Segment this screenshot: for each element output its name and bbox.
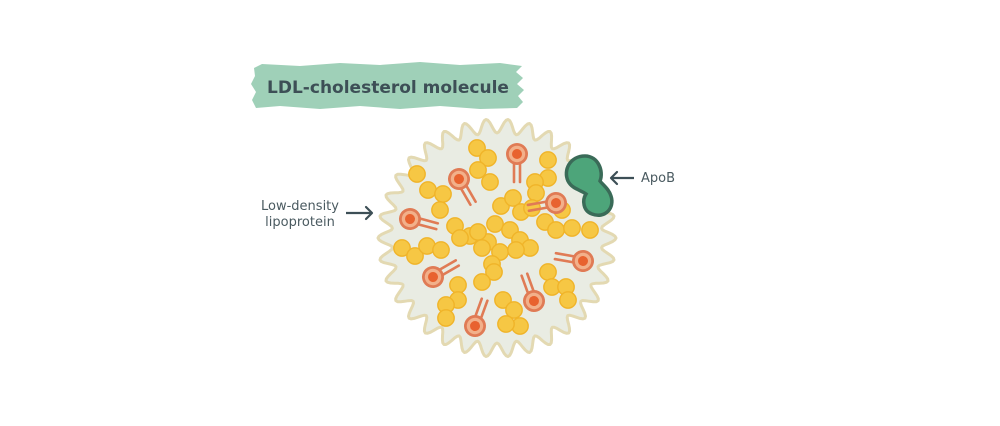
phospholipid <box>520 272 545 312</box>
ldl-label-line2: lipoprotein <box>265 215 335 230</box>
phospholipid <box>422 259 461 288</box>
cholesterol-bead <box>419 181 437 199</box>
phospholipid-tail <box>440 264 461 277</box>
cholesterol-bead <box>547 221 565 239</box>
ldl-particle <box>376 118 618 358</box>
phospholipid-tail <box>553 257 575 264</box>
cholesterol-bead <box>539 263 557 281</box>
phospholipid-tail <box>527 206 549 213</box>
phospholipid-tail <box>473 297 484 318</box>
phospholipid-tail <box>520 274 530 295</box>
phospholipid-tail <box>526 200 548 207</box>
phospholipid <box>553 250 594 272</box>
phospholipid <box>464 297 489 337</box>
cholesterol-bead <box>504 189 522 207</box>
cholesterol-bead <box>469 161 487 179</box>
phospholipid-head <box>454 174 464 184</box>
cholesterol-bead <box>507 241 525 259</box>
apob-label: ApoB <box>641 171 675 186</box>
cholesterol-bead <box>437 309 455 327</box>
phospholipid <box>448 168 477 207</box>
title-banner: LDL-cholesterol molecule <box>251 62 524 109</box>
phospholipid-tail <box>437 259 458 272</box>
apob-arrow-head-icon <box>609 170 619 186</box>
phospholipid-tail <box>464 183 477 204</box>
cholesterol-bead <box>559 291 577 309</box>
cholesterol-bead <box>481 173 499 191</box>
cholesterol-bead <box>486 215 504 233</box>
cholesterol-bead <box>494 291 512 309</box>
phospholipid-head <box>405 214 415 224</box>
cholesterol-bead <box>408 165 426 183</box>
cholesterol-bead <box>468 139 486 157</box>
cholesterol-bead <box>431 201 449 219</box>
cholesterol-bead <box>406 247 424 265</box>
cholesterol-bead <box>479 149 497 167</box>
cholesterol-bead <box>581 221 599 239</box>
cholesterol-group <box>393 139 599 335</box>
cholesterol-bead <box>451 229 469 247</box>
title-banner-shape <box>251 62 524 109</box>
phospholipid-tail <box>418 217 440 225</box>
cholesterol-bead <box>473 273 491 291</box>
ldl-arrow-head-icon <box>364 205 374 221</box>
apob-annotation: ApoB <box>609 170 675 186</box>
cholesterol-bead <box>469 223 487 241</box>
phospholipid-head <box>470 321 480 331</box>
cholesterol-bead <box>434 185 452 203</box>
phospholipid-tail <box>525 272 536 293</box>
phospholipid-head <box>512 149 522 159</box>
phospholipid-head <box>551 198 561 208</box>
cholesterol-bead <box>539 151 557 169</box>
phospholipid-head <box>578 256 588 266</box>
phospholipid <box>526 192 567 214</box>
phospholipid-tail <box>554 251 576 258</box>
phospholipid <box>399 208 440 231</box>
phospholipid-head <box>428 272 438 282</box>
ldl-label-line1: Low-density <box>261 199 339 214</box>
phospholipid <box>506 143 528 184</box>
cholesterol-bead <box>432 241 450 259</box>
phospholipid-head <box>529 296 539 306</box>
phospholipid-tail <box>416 222 438 231</box>
cholesterol-bead <box>393 239 411 257</box>
cholesterol-bead <box>473 239 491 257</box>
cholesterol-bead <box>485 263 503 281</box>
cholesterol-bead <box>497 315 515 333</box>
page-title: LDL-cholesterol molecule <box>267 78 509 98</box>
phospholipid-tail <box>459 186 472 207</box>
cholesterol-bead <box>505 301 523 319</box>
cholesterol-bead <box>563 219 581 237</box>
apob-protein <box>564 154 614 217</box>
phospholipid-group <box>399 143 594 337</box>
ldl-annotation: Low-density lipoprotein <box>261 199 374 230</box>
cholesterol-bead <box>449 276 467 294</box>
phospholipid-tail <box>479 299 489 320</box>
cholesterol-bead <box>527 184 545 202</box>
